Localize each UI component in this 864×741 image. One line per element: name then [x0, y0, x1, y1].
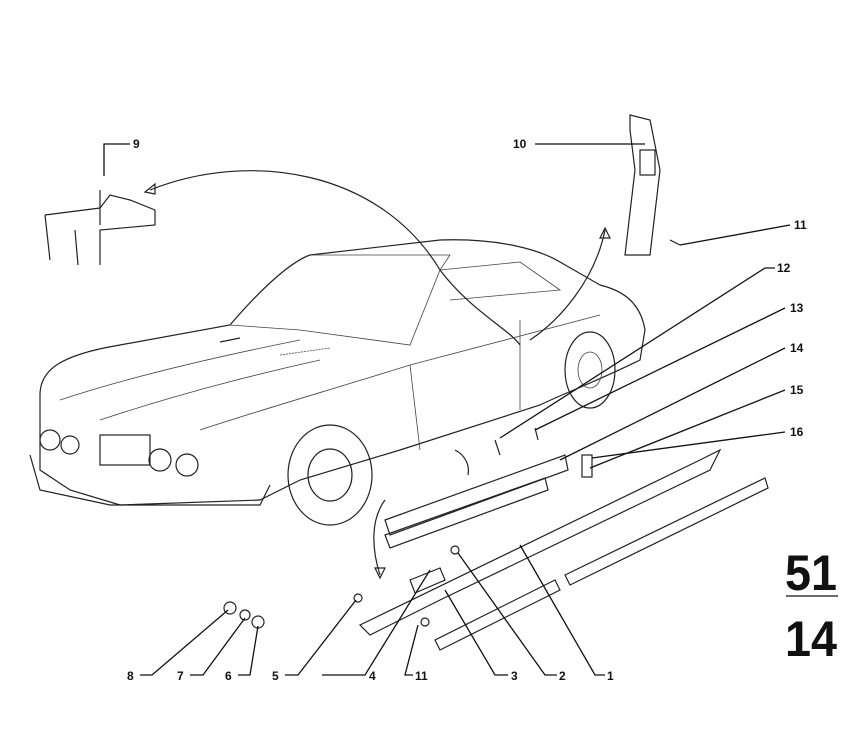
- callout-13: 13: [790, 301, 804, 315]
- callout-10: 10: [513, 137, 527, 151]
- car-illustration: [29, 239, 646, 526]
- callout-4: 4: [369, 669, 376, 683]
- callout-5: 5: [272, 669, 279, 683]
- callout-8: 8: [127, 669, 134, 683]
- callout-11-bottom: 11: [415, 669, 428, 683]
- callout-6: 6: [225, 669, 232, 683]
- group-number: 51: [785, 545, 837, 601]
- callout-15: 15: [790, 383, 804, 397]
- part-10-drawing: [624, 114, 661, 256]
- callout-11-top: 11: [794, 218, 807, 232]
- part-7-washer: [239, 609, 251, 621]
- subgroup-number: 14: [785, 611, 837, 667]
- callout-12: 12: [777, 261, 791, 275]
- callout-7: 7: [177, 669, 184, 683]
- callout-2: 2: [559, 669, 566, 683]
- callout-1: 1: [607, 669, 614, 683]
- callout-9: 9: [133, 137, 140, 151]
- part-8-nut: [223, 601, 237, 615]
- callout-14: 14: [790, 341, 804, 355]
- callout-3: 3: [511, 669, 518, 683]
- callout-16: 16: [790, 425, 804, 439]
- leader-lines: [103, 143, 838, 676]
- part-9-drawing: [44, 190, 156, 266]
